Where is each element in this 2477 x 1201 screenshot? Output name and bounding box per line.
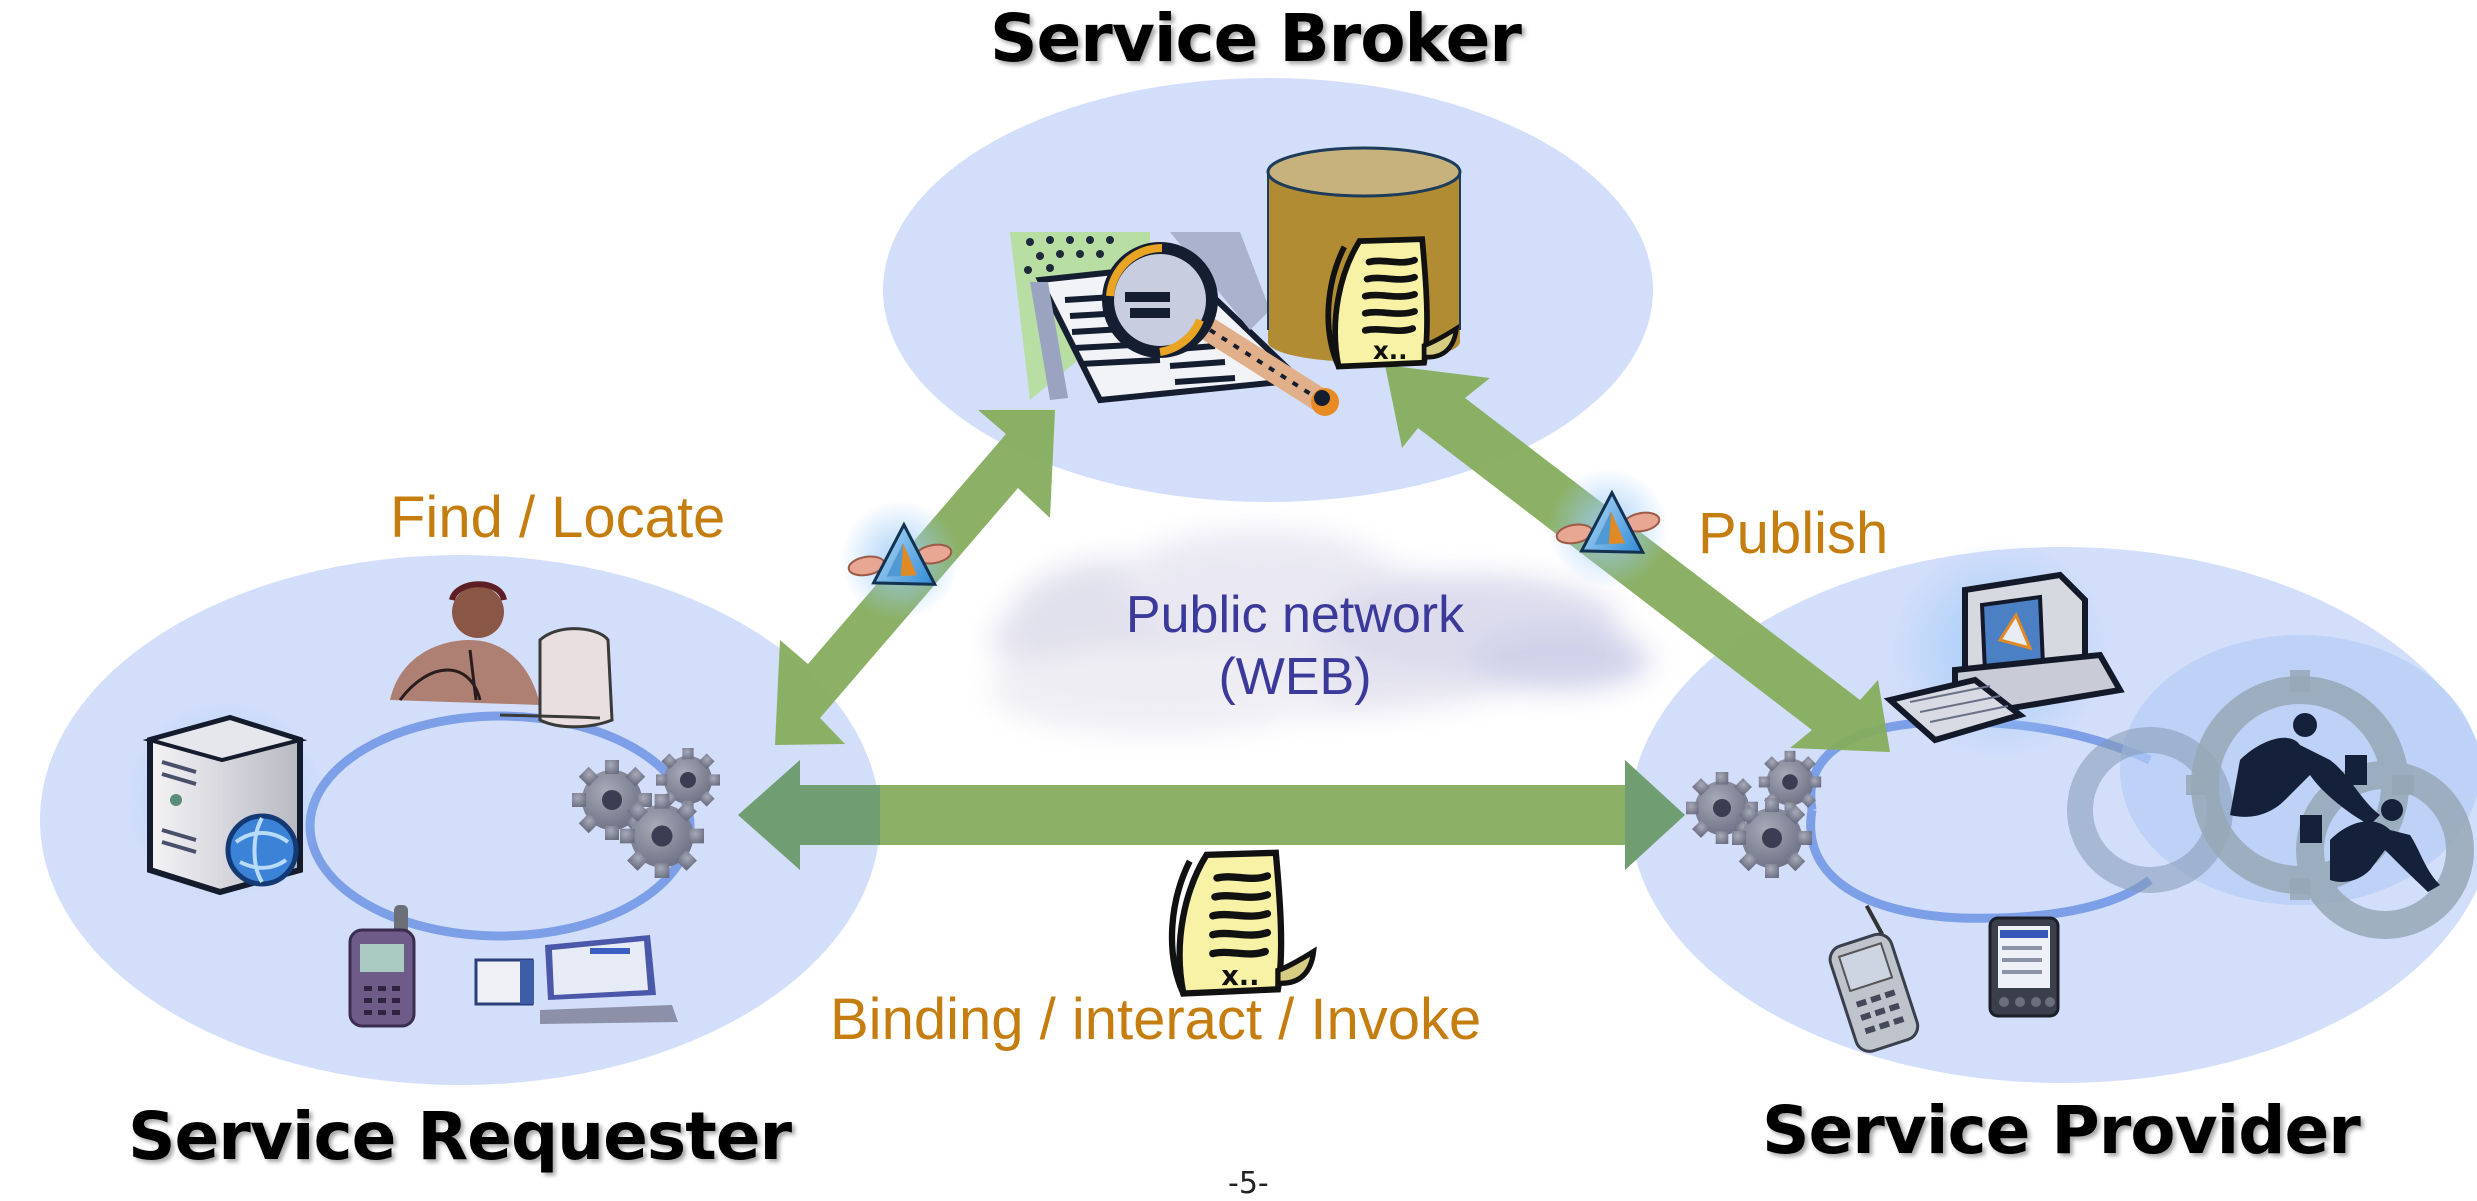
public-network-line1: Public network: [1125, 586, 1465, 644]
business-people-gear-icon: [2067, 635, 2477, 939]
page-number: -5-: [1228, 1166, 1269, 1201]
public-network-line2: (WEB): [1218, 648, 1372, 706]
publish-prism-connector-icon: [1548, 468, 1668, 588]
service-provider-title: Service Provider: [1762, 1092, 2361, 1169]
cloud-icon: [990, 530, 1650, 735]
document-search-icon: [1010, 232, 1339, 416]
pda-icon: [1988, 916, 2060, 1018]
provider-desktop-computer-icon: [1883, 540, 2125, 760]
find-prism-connector-icon: [840, 500, 960, 620]
binding-arrow: [738, 760, 1685, 870]
person-at-computer-icon: [390, 581, 614, 729]
smartphone-icon: [1828, 904, 1920, 1053]
public-network-text: Public network (WEB): [1090, 584, 1500, 708]
requester-ellipse: [40, 555, 880, 1085]
binding-label: Binding / interact / Invoke: [830, 987, 1482, 1052]
binding-scroll-document-icon: [1172, 853, 1314, 994]
server-globe-icon: [125, 700, 325, 900]
desktop-computer-icon: [474, 935, 678, 1024]
service-broker-title: Service Broker: [990, 0, 1522, 77]
publish-label: Publish: [1698, 501, 1889, 566]
service-requester-title: Service Requester: [128, 1098, 792, 1175]
find-locate-label: Find / Locate: [390, 485, 726, 550]
mobile-phone-icon: [348, 905, 416, 1028]
